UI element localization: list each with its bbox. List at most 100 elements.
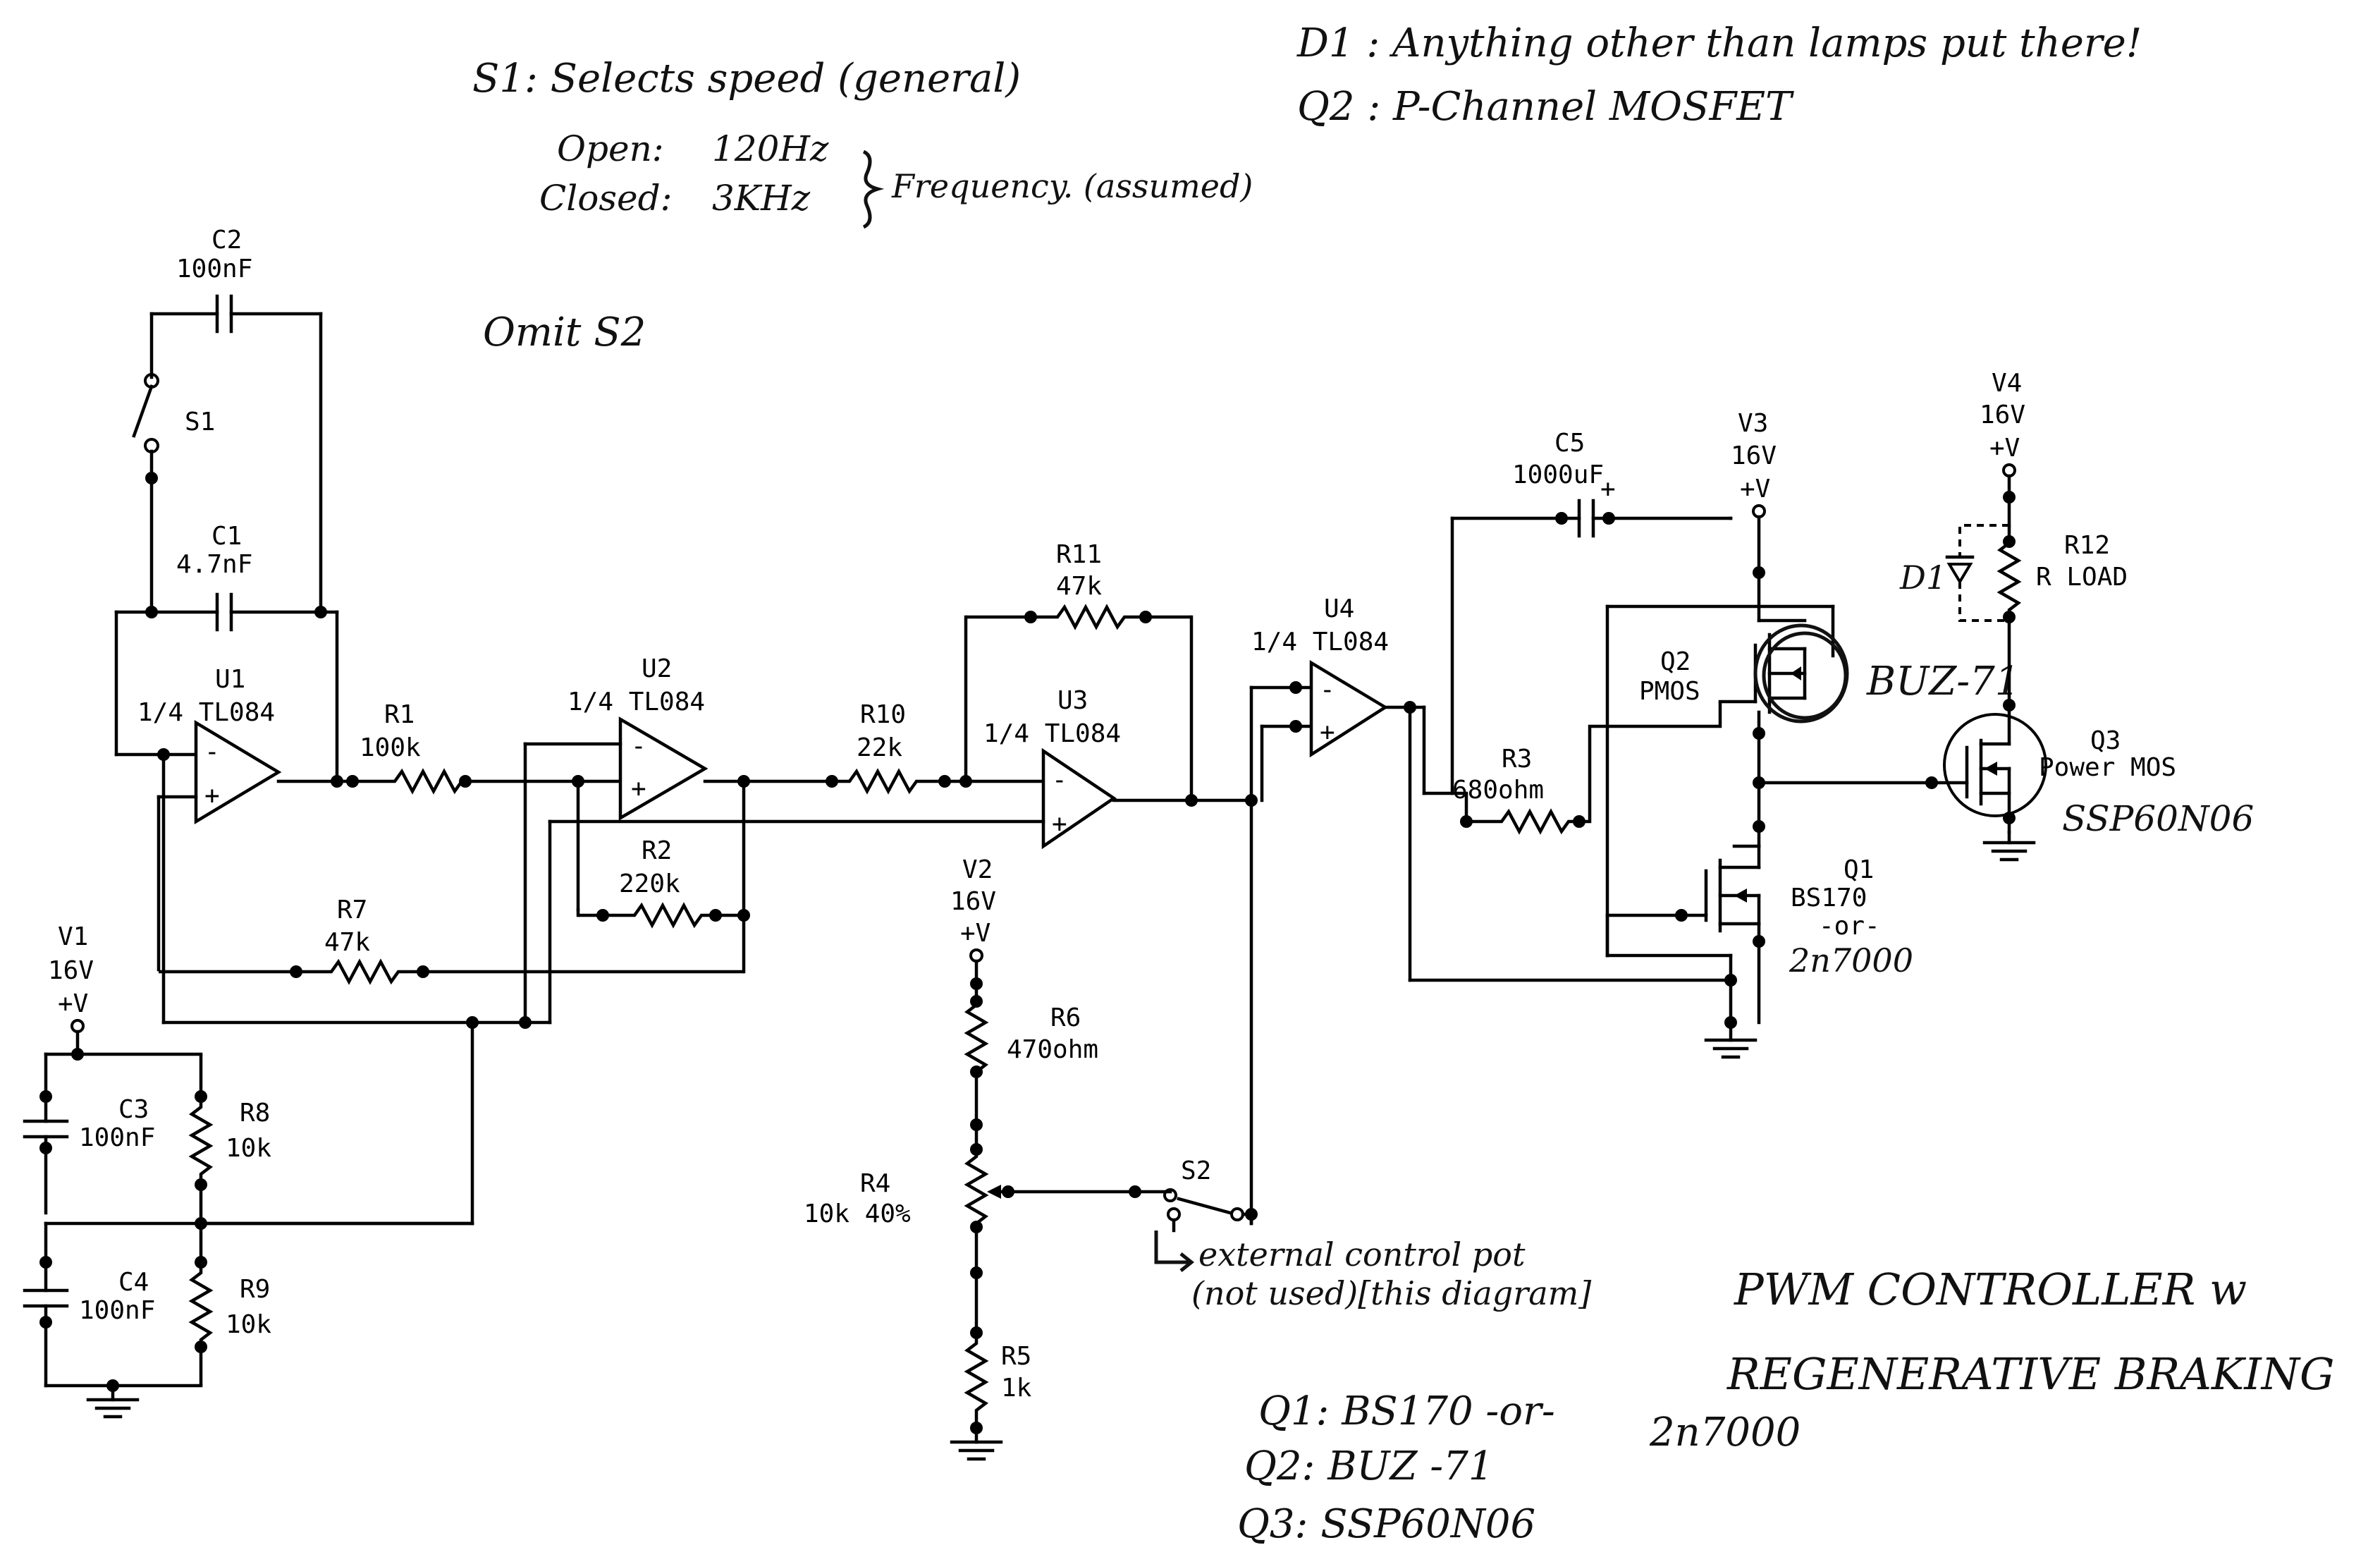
- q1-part: BS170: [1791, 884, 1867, 912]
- ext-control-note: external control pot: [1198, 1235, 1526, 1274]
- r8-name: R8: [240, 1099, 270, 1128]
- r5-value: 1k: [1001, 1374, 1032, 1403]
- r12-name: R12: [2064, 531, 2110, 560]
- v4-supply: V4 16V +V: [1980, 369, 2025, 527]
- d1-name: D1: [1899, 558, 1946, 597]
- s2-name: S2: [1181, 1156, 1211, 1185]
- c4-capacitor: C4 100nF: [23, 1221, 155, 1388]
- u3-minus: -: [1052, 766, 1067, 795]
- c3-name: C3: [118, 1095, 149, 1124]
- c5-polarity: +: [1600, 475, 1616, 503]
- c3-value: 100nF: [79, 1123, 155, 1152]
- u1-opamp: U1 1/4 TL084 - +: [137, 665, 282, 824]
- r9-name: R9: [240, 1275, 270, 1304]
- ground-symbol-r5: [950, 1426, 1003, 1461]
- brace-mark: [862, 149, 885, 229]
- handwritten-notes: S1: Selects speed (general) Open: 120Hz …: [472, 20, 2335, 1547]
- title-line-1: PWM CONTROLLER w: [1734, 1264, 2247, 1315]
- u1-plus: +: [204, 781, 220, 810]
- v1-symbol: +V: [58, 989, 88, 1018]
- q3-part: Power MOS: [2039, 753, 2176, 782]
- ext-arrow-head: [1179, 1252, 1195, 1272]
- s1-name: S1: [185, 408, 215, 436]
- v3-symbol: +V: [1740, 475, 1770, 503]
- q2-part-note: Q2: BUZ -71: [1244, 1443, 1493, 1489]
- q2-name: Q2: [1660, 647, 1691, 676]
- closed-frequency: 3KHz: [712, 178, 811, 219]
- c5-capacitor: C5 1000uF +: [1450, 429, 1733, 538]
- u4-minus: -: [1320, 676, 1335, 704]
- u4-opamp: U4 1/4 TL084 - +: [1251, 594, 1389, 758]
- r7-value: 47k: [324, 928, 370, 957]
- c5-value: 1000uF: [1512, 460, 1604, 489]
- s2-switch[interactable]: S2: [1163, 1156, 1244, 1233]
- r8-resistor: R8 10k: [188, 1054, 271, 1223]
- u1-part: 1/4 TL084: [137, 698, 275, 727]
- r12-resistor: R12 R LOAD: [1996, 525, 2128, 705]
- v4-value: 16V: [1980, 401, 2025, 429]
- v1-value: 16V: [48, 956, 94, 985]
- open-label: Open:: [557, 128, 664, 169]
- u3-plus: +: [1052, 810, 1067, 838]
- v2-value: 16V: [950, 887, 996, 916]
- v3-supply: V3 16V +V: [1731, 409, 1777, 623]
- v4-symbol: +V: [1989, 434, 2020, 463]
- u4-part: 1/4 TL084: [1251, 628, 1389, 657]
- r3-resistor: R3 680ohm: [1452, 702, 1722, 835]
- title-line-2: REGENERATIVE BRAKING: [1726, 1348, 2335, 1400]
- c1-capacitor: C1 4.7nF: [114, 522, 339, 632]
- r1-name: R1: [384, 700, 415, 729]
- r3-name: R3: [1502, 745, 1532, 774]
- r6-value: 470ohm: [1007, 1035, 1098, 1064]
- u2-name: U2: [642, 654, 672, 683]
- r2-name: R2: [642, 836, 672, 865]
- v1-supply: V1 16V +V: [48, 922, 94, 1056]
- frequency-note: Frequency. (assumed): [891, 167, 1253, 205]
- q3-part-note: Q3: SSP60N06: [1237, 1501, 1535, 1547]
- c4-name: C4: [118, 1268, 149, 1297]
- r4-potentiometer[interactable]: R4 10k 40%: [804, 1135, 1172, 1333]
- q2-buz71-note: BUZ-71: [1866, 659, 2020, 704]
- r10-value: 22k: [857, 733, 902, 762]
- r11-value: 47k: [1056, 572, 1102, 601]
- u2-minus: -: [631, 732, 646, 761]
- not-used-note: (not used)[this diagram]: [1191, 1274, 1591, 1312]
- c2-capacitor: C2 100nF: [149, 226, 323, 334]
- q1-alt-or: -or-: [1819, 912, 1880, 941]
- r8-value: 10k: [226, 1134, 271, 1163]
- c2-name: C2: [211, 226, 242, 255]
- r9-value: 10k: [226, 1310, 271, 1339]
- u3-opamp: U3 1/4 TL084 - +: [983, 686, 1121, 850]
- q1-nmos: Q1 BS170 -or- 2n7000: [1679, 844, 1913, 979]
- q1-alt-part: 2n7000: [1789, 941, 1913, 979]
- r2-value: 220k: [619, 869, 680, 898]
- u1-minus: -: [204, 738, 220, 767]
- c3-capacitor: C3 100nF: [23, 1052, 155, 1215]
- q1-name: Q1: [1844, 855, 1874, 884]
- r2-resistor: R2 220k: [578, 836, 744, 929]
- u2-plus: +: [631, 774, 646, 803]
- u3-part: 1/4 TL084: [983, 719, 1121, 748]
- r4-value: 10k 40%: [804, 1199, 911, 1228]
- r10-resistor: R10 22k: [832, 700, 966, 795]
- u2-part: 1/4 TL084: [568, 688, 705, 716]
- r9-resistor: R9 10k: [188, 1223, 271, 1386]
- r7-name: R7: [337, 896, 367, 924]
- s1-switch[interactable]: S1: [132, 373, 215, 610]
- r5-name: R5: [1001, 1342, 1031, 1371]
- c1-value: 4.7nF: [176, 550, 252, 579]
- closed-label: Closed:: [539, 178, 672, 219]
- r1-value: 100k: [360, 733, 421, 762]
- q2-pmos: Q2 PMOS: [1605, 604, 1849, 723]
- r12-value: R LOAD: [2036, 563, 2128, 592]
- r6-resistor: R6 470ohm: [964, 994, 1098, 1135]
- r4-name: R4: [860, 1169, 890, 1198]
- q3-name: Q3: [2090, 726, 2121, 755]
- q1-part-note: Q1: BS170 -or-: [1258, 1388, 1555, 1434]
- omit-s2-note: Omit S2: [483, 310, 646, 355]
- r6-name: R6: [1050, 1003, 1081, 1032]
- v1-name: V1: [58, 922, 88, 951]
- d1-note: D1 : Anything other than lamps put there…: [1296, 20, 2142, 66]
- q2-note: Q2 : P-Channel MOSFET: [1297, 84, 1794, 130]
